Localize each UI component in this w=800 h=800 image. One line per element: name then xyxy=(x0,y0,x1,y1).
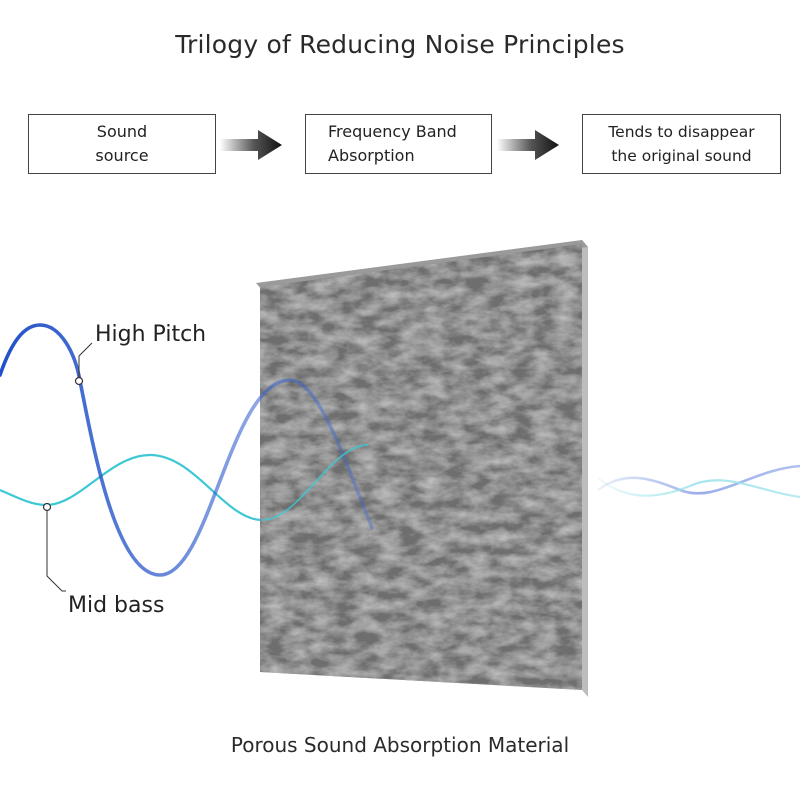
step-line: Absorption xyxy=(328,146,415,165)
step-line: Frequency Band xyxy=(328,122,457,141)
step-line: the original sound xyxy=(611,147,752,165)
step-line: Sound xyxy=(96,122,148,141)
step-line: source xyxy=(95,146,149,165)
high-pitch-marker xyxy=(74,376,84,386)
arrow-right-icon xyxy=(497,130,559,160)
arrow-right-icon xyxy=(220,130,282,160)
outgoing-wave-cyan xyxy=(597,477,800,499)
step-sound-disappears: Tends to disappear the original sound xyxy=(582,114,781,174)
step-frequency-absorption: Frequency Band Absorption xyxy=(305,114,492,174)
high-pitch-leader xyxy=(78,342,93,381)
mid-bass-marker xyxy=(42,502,52,512)
high-pitch-wave xyxy=(0,323,374,577)
page-title: Trilogy of Reducing Noise Principles xyxy=(175,30,625,59)
step-sound-source: Sound source xyxy=(28,114,216,174)
material-caption: Porous Sound Absorption Material xyxy=(230,733,570,757)
mid-bass-wave-over-panel xyxy=(261,444,369,521)
mid-bass-leader xyxy=(46,508,66,592)
felt-panel-icon xyxy=(256,240,588,697)
absorption-diagram xyxy=(0,240,800,697)
mid-bass-label: Mid bass xyxy=(68,593,165,618)
step-line: Tends to disappear xyxy=(608,123,755,141)
high-pitch-label: High Pitch xyxy=(95,322,207,347)
outgoing-wave-blue xyxy=(597,464,800,495)
